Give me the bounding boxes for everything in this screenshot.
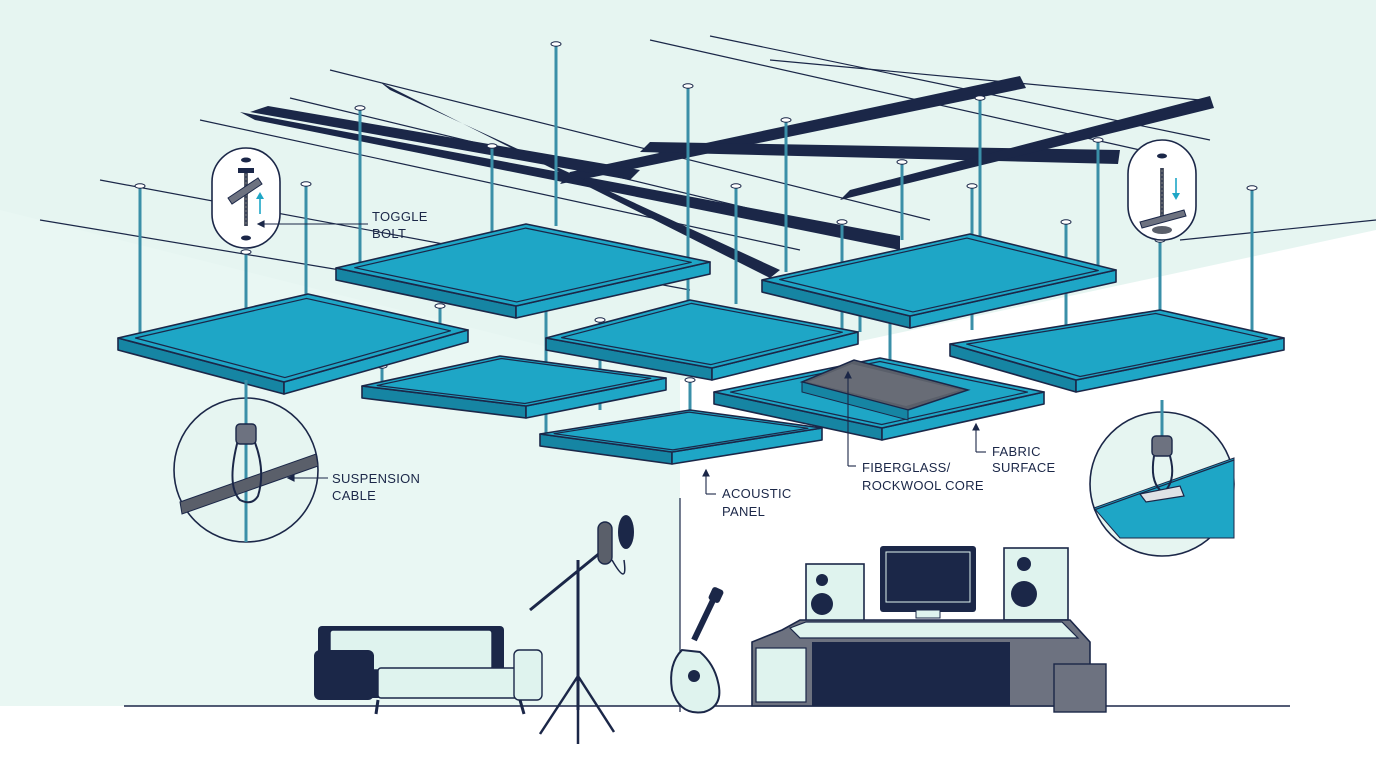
toggle-bolt-label-line1: TOGGLE: [372, 209, 428, 224]
toggle-bolt-icon: [211, 147, 281, 249]
ceiling-anchor-cap: [300, 181, 312, 187]
sofa-icon: [314, 626, 543, 715]
ceiling-joists: [240, 76, 1214, 278]
studio-desk-icon: [751, 546, 1107, 713]
suspension-cable-label-line1: SUSPENSION: [332, 471, 420, 486]
leader-lines: [256, 220, 986, 495]
toggle-bolt-label-line2: BOLT: [372, 226, 406, 241]
acoustic-panel: [117, 293, 469, 395]
ceiling-anchor-icon: [1089, 400, 1235, 557]
toggle-bolt-icon-right: [1127, 139, 1197, 241]
acoustic-panel: [361, 355, 667, 419]
cable-clamp-icon: [173, 380, 319, 543]
ceiling-anchor-cap: [354, 105, 366, 111]
ceiling-anchor-cap: [896, 159, 908, 165]
ceiling-anchor-cap: [434, 303, 446, 309]
panel-core-cutaway: [799, 359, 971, 421]
ceiling-anchor-cap: [134, 183, 146, 189]
acoustic-panel: [539, 409, 823, 465]
acoustic-panel: [545, 299, 859, 381]
core-label-line1: FIBERGLASS/: [862, 460, 951, 475]
fabric-label-line2: SURFACE: [992, 460, 1056, 475]
ceiling-anchor-cap: [780, 117, 792, 123]
ceiling-anchor-cap: [1246, 185, 1258, 191]
fabric-label-line1: FABRIC: [992, 444, 1041, 459]
ceiling-anchor-cap: [966, 183, 978, 189]
acoustic-panel-label-line1: ACOUSTIC: [722, 486, 792, 501]
ceiling-anchor-cap: [1060, 219, 1072, 225]
ceiling-anchor-cap: [594, 317, 606, 323]
ceiling-anchor-cap: [684, 377, 696, 383]
ceiling-anchor-cap: [550, 41, 562, 47]
callout-labels: TOGGLE BOLT SUSPENSION CABLE ACOUSTIC PA…: [332, 209, 1056, 519]
acoustic-panel: [335, 223, 711, 319]
guitar-icon: [670, 587, 724, 714]
ceiling-anchor-cap: [240, 249, 252, 255]
suspension-cable-label-line2: CABLE: [332, 488, 376, 503]
microphone-stand-icon: [529, 515, 634, 744]
ceiling-anchor-cap: [682, 83, 694, 89]
ceiling-anchor-cap: [486, 143, 498, 149]
acoustic-panel: [761, 233, 1117, 329]
ceiling-anchor-cap: [836, 219, 848, 225]
suspension-rods: [134, 41, 1258, 434]
ceiling-anchor-cap: [1092, 137, 1104, 143]
core-label-line2: ROCKWOOL CORE: [862, 478, 984, 493]
acoustic-panel-label-line2: PANEL: [722, 504, 765, 519]
ceiling-anchor-cap: [730, 183, 742, 189]
ceiling-anchor-cap: [974, 95, 986, 101]
acoustic-panel: [949, 309, 1285, 393]
